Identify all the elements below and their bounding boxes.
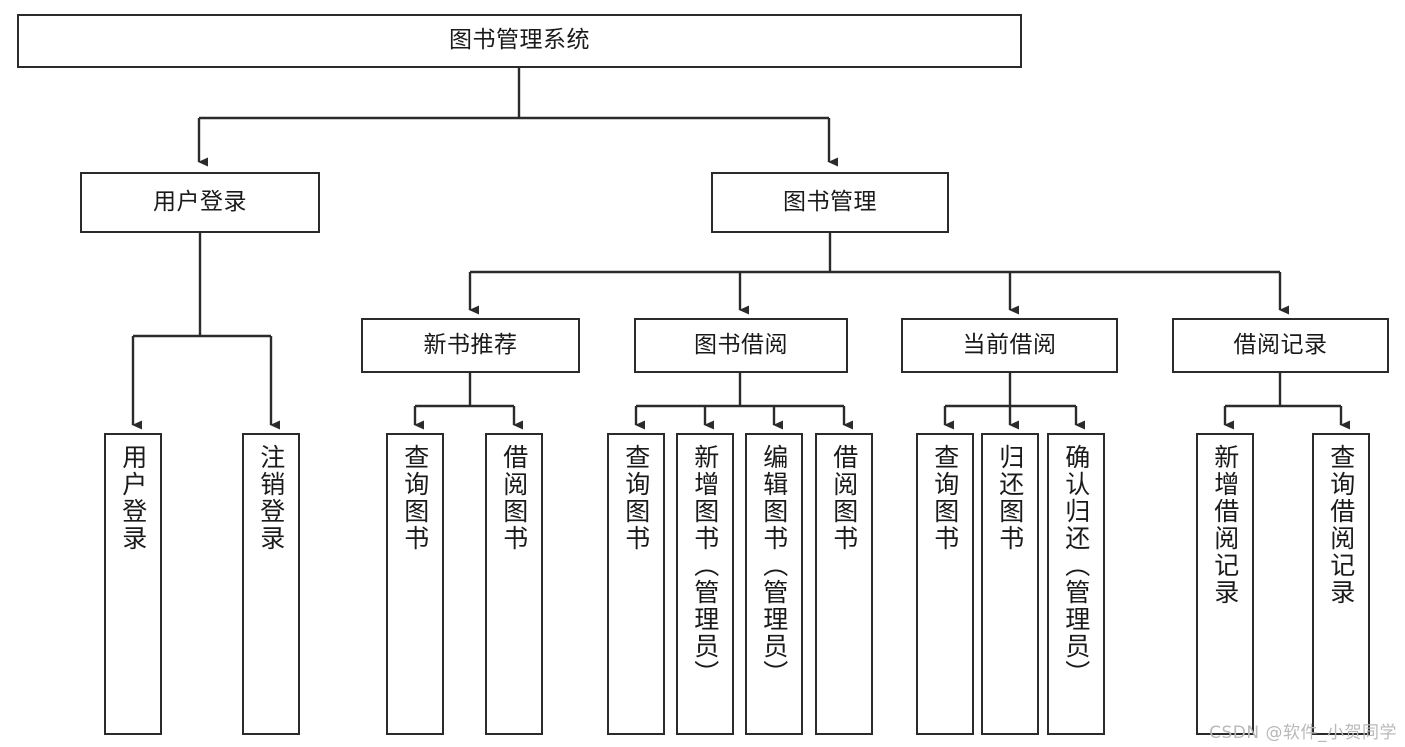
node-leaf-confirm-return-admin[interactable]: 确认归还（管理员） [1047, 433, 1105, 735]
node-label: 新书推荐 [423, 331, 518, 358]
node-label: 借阅记录 [1233, 331, 1328, 358]
csdn-watermark: CSDN @软件_小贺同学 [1209, 723, 1397, 743]
node-label: 借阅图书 [829, 444, 859, 552]
node-label: 查询图书 [400, 444, 430, 552]
node-leaf-query-book-recommend[interactable]: 查询图书 [386, 433, 444, 735]
node-label: 确认归还（管理员） [1061, 444, 1091, 687]
node-label: 查询借阅记录 [1326, 444, 1356, 606]
node-leaf-query-book-borrow[interactable]: 查询图书 [607, 433, 665, 735]
node-new-book-recommend[interactable]: 新书推荐 [361, 318, 580, 373]
node-label: 新增图书（管理员） [690, 444, 720, 687]
node-label: 图书管理 [783, 188, 877, 215]
node-leaf-query-book-current[interactable]: 查询图书 [916, 433, 974, 735]
node-book-management[interactable]: 图书管理 [711, 172, 949, 233]
node-label: 用户登录 [118, 444, 148, 552]
node-leaf-add-borrow-record[interactable]: 新增借阅记录 [1196, 433, 1254, 735]
node-leaf-add-book-admin[interactable]: 新增图书（管理员） [676, 433, 734, 735]
node-leaf-logout[interactable]: 注销登录 [242, 433, 300, 735]
node-label: 查询图书 [930, 444, 960, 552]
node-label: 当前借阅 [962, 331, 1057, 358]
node-leaf-borrow-book[interactable]: 借阅图书 [815, 433, 873, 735]
node-current-borrow[interactable]: 当前借阅 [901, 318, 1118, 373]
node-label: 图书借阅 [694, 331, 788, 358]
node-leaf-borrow-book-recommend[interactable]: 借阅图书 [485, 433, 543, 735]
node-label: 新增借阅记录 [1210, 444, 1240, 606]
node-label: 图书管理系统 [449, 27, 590, 54]
node-label: 查询图书 [621, 444, 651, 552]
node-leaf-edit-book-admin[interactable]: 编辑图书（管理员） [745, 433, 803, 735]
node-label: 注销登录 [256, 444, 286, 552]
node-label: 用户登录 [153, 188, 247, 215]
node-label: 归还图书 [995, 444, 1025, 552]
node-label: 借阅图书 [499, 444, 529, 552]
node-borrow-record[interactable]: 借阅记录 [1172, 318, 1389, 373]
node-user-login[interactable]: 用户登录 [80, 172, 320, 233]
node-root-book-management-system[interactable]: 图书管理系统 [17, 14, 1022, 68]
node-label: 编辑图书（管理员） [759, 444, 789, 687]
node-leaf-return-book[interactable]: 归还图书 [981, 433, 1039, 735]
node-leaf-user-login[interactable]: 用户登录 [104, 433, 162, 735]
node-book-borrow[interactable]: 图书借阅 [634, 318, 848, 373]
node-leaf-query-borrow-record[interactable]: 查询借阅记录 [1312, 433, 1370, 735]
